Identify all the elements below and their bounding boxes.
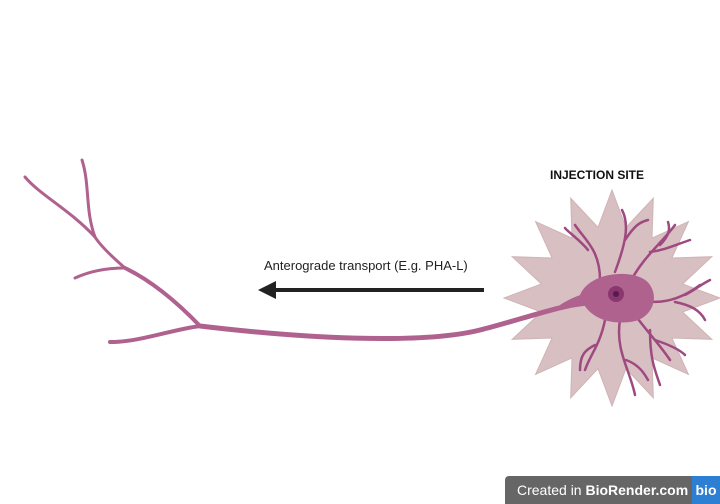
badge-brand: BioRender.com	[585, 482, 689, 498]
injection-site-title: INJECTION SITE	[550, 168, 645, 182]
arrow-label: Anterograde transport (E.g. PHA-L)	[264, 258, 468, 273]
badge-prefix: Created in	[517, 482, 586, 498]
badge-text: Created in BioRender.com	[505, 482, 692, 498]
axon	[23, 158, 603, 344]
arrow-left	[258, 281, 484, 299]
biorender-badge[interactable]: Created in BioRender.com bio	[505, 476, 720, 504]
biorender-logo-icon: bio	[692, 476, 720, 504]
